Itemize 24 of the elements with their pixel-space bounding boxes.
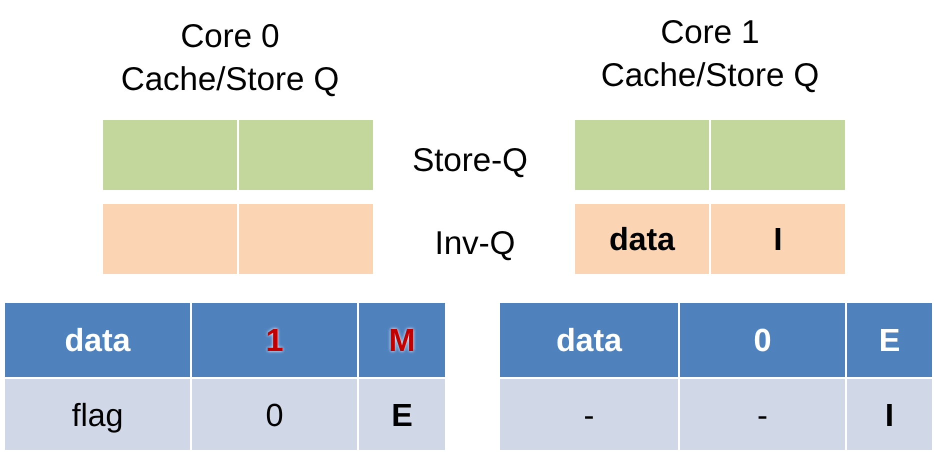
table-cell: I [847,379,932,450]
table-header-cell: E [847,303,932,377]
store-queue-slot [711,120,845,190]
table-header-cell: data [5,303,190,377]
invalidate-queue-slot: data [575,204,709,274]
table-cell: - [500,379,678,450]
store-queue-slot [239,120,373,190]
core-heading: Core 0 Cache/Store Q [120,16,340,99]
table-header-cell: 0 [680,303,845,377]
table-header-cell: data [500,303,678,377]
store-queue-slot [103,120,237,190]
invalidate-queue-slot: I [711,204,845,274]
table-cell: - [680,379,845,450]
table-cell: E [359,379,445,450]
store-queue-slot [575,120,709,190]
table-header-cell: M [359,303,445,377]
table-header-cell: 1 [192,303,357,377]
core-heading: Core 1 Cache/Store Q [600,12,820,95]
table-cell: 0 [192,379,357,450]
table-cell: flag [5,379,190,450]
queue-label: Store-Q [411,140,529,180]
queue-label: Inv-Q [434,222,516,263]
invalidate-queue-slot [239,204,373,274]
invalidate-queue-slot [103,204,237,274]
